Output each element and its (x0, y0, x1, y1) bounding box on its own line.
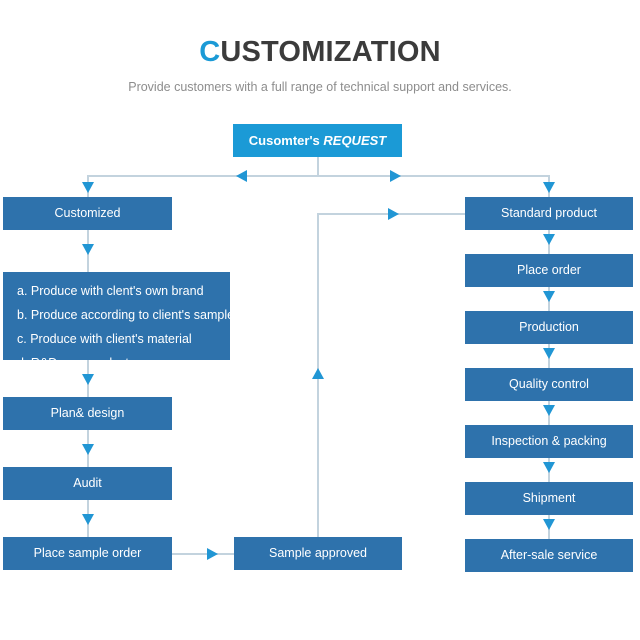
arrowhead-bus-left (236, 170, 247, 182)
connector-split-bus (88, 175, 549, 177)
node-after-sale-service[interactable]: After-sale service (465, 539, 633, 572)
node-audit[interactable]: Audit (3, 467, 172, 500)
node-inspection-packing[interactable]: Inspection & packing (465, 425, 633, 458)
node-customer-request-label-bold: Cusomter's (248, 132, 320, 148)
node-standard-product[interactable]: Standard product (465, 197, 633, 230)
node-customized[interactable]: Customized (3, 197, 172, 230)
node-customer-request[interactable]: Cusomter's REQUEST (233, 124, 402, 157)
arrowhead-options-to-plan (82, 374, 94, 385)
connector-root-stem (317, 157, 319, 176)
arrowhead-inspection-to-shipment (543, 462, 555, 473)
page-title: CUSTOMIZATION (0, 36, 640, 69)
node-customer-request-label-italic: REQUEST (323, 132, 387, 148)
option-item-a: a. Produce with clent's own brand (17, 284, 204, 298)
option-item-d: d. R&D new product (17, 356, 129, 370)
node-plan-design[interactable]: Plan& design (3, 397, 172, 430)
node-quality-control[interactable]: Quality control (465, 368, 633, 401)
node-customization-options[interactable]: a. Produce with clent's own brand b. Pro… (3, 272, 235, 370)
arrowhead-shipment-to-after-sale (543, 519, 555, 530)
arrowhead-to-sample-approved (207, 548, 218, 560)
option-item-c: c. Produce with client's material (17, 332, 192, 346)
arrowhead-plan-to-audit (82, 444, 94, 455)
arrowhead-to-standard (543, 182, 555, 193)
node-production[interactable]: Production (465, 311, 633, 344)
arrowhead-audit-to-place-sample-order (82, 514, 94, 525)
arrowhead-customized-to-options (82, 244, 94, 255)
arrowhead-place-order-to-production (543, 291, 555, 302)
arrowhead-standard-to-place-order (543, 234, 555, 245)
arrowhead-to-customized (82, 182, 94, 193)
option-item-b: b. Produce according to client's sample (17, 308, 235, 322)
page-subtitle: Provide customers with a full range of t… (128, 80, 512, 94)
node-place-order[interactable]: Place order (465, 254, 633, 287)
node-shipment[interactable]: Shipment (465, 482, 633, 515)
arrowhead-production-to-quality-control (543, 348, 555, 359)
node-sample-approved[interactable]: Sample approved (234, 537, 402, 570)
connector-place-sample-order-to-sample-approved (172, 553, 234, 555)
arrowhead-sample-approved-riser (312, 368, 324, 379)
page-title-accent-letter: C (199, 36, 221, 68)
arrowhead-quality-control-to-inspection (543, 405, 555, 416)
page-title-rest: USTOMIZATION (220, 36, 441, 68)
arrowhead-riser-to-standard-product (388, 208, 399, 220)
node-place-sample-order[interactable]: Place sample order (3, 537, 172, 570)
arrowhead-bus-right (390, 170, 401, 182)
